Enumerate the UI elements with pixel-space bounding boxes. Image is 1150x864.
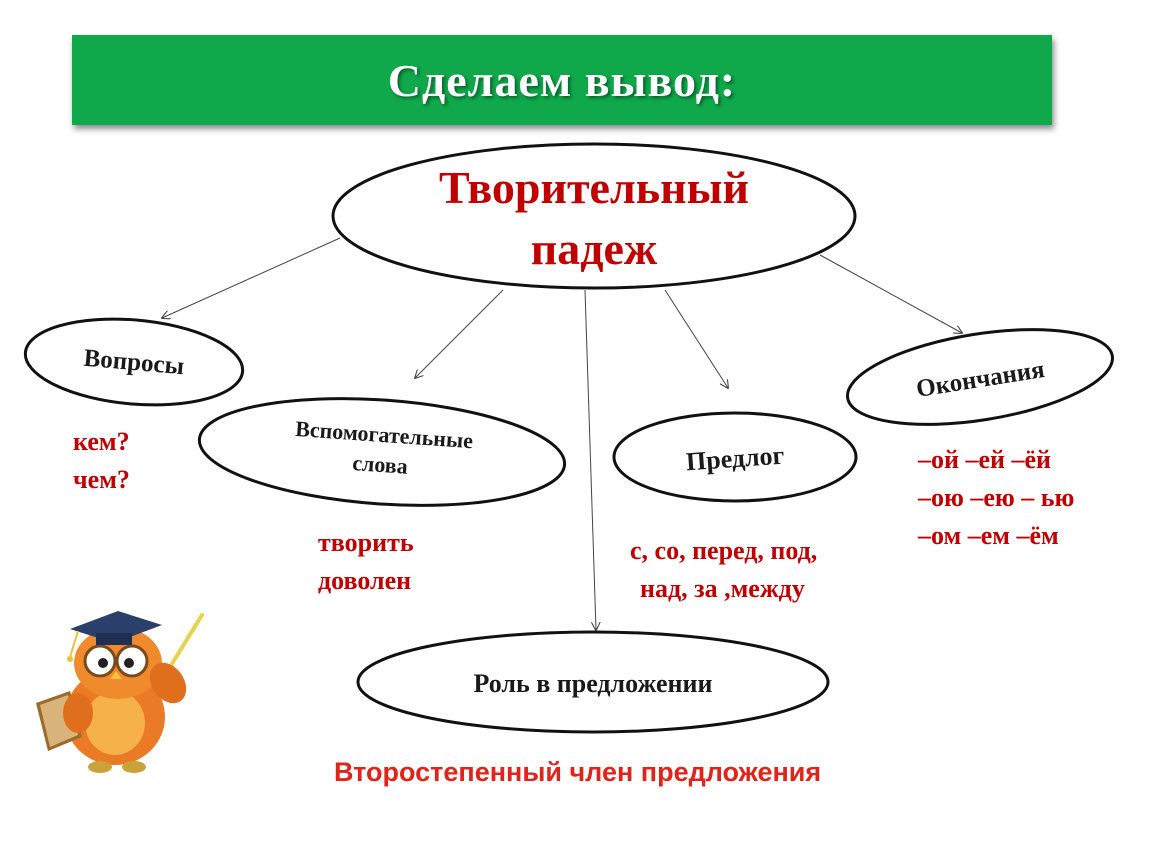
arrow-to-auxiliary [415, 289, 504, 378]
preposition-details: с, со, перед, под, над, за ,между [630, 532, 817, 608]
arrow-to-questions [162, 237, 341, 318]
role-node: Роль в предложении [356, 630, 830, 734]
auxiliary-details: творить доволен [318, 524, 414, 600]
preposition-label: Предлог [685, 441, 785, 477]
title-banner: Сделаем вывод: [72, 35, 1052, 125]
endings-line: –ой –ей –ёй [918, 445, 1052, 474]
arrow-to-preposition [664, 289, 728, 388]
endings-line: –ом –ем –ём [918, 521, 1059, 550]
arrow-to-endings [819, 254, 962, 333]
preposition-list-line: с, со, перед, под, [630, 536, 818, 565]
auxiliary-label-line2: слова [352, 450, 409, 479]
center-node: Творительный падеж [331, 142, 857, 290]
slide-title: Сделаем вывод: [387, 54, 737, 106]
endings-details: –ой –ей –ёй –ою –ею – ью –ом –ем –ём [918, 441, 1074, 555]
auxiliary-node: Вспомогательные слова [197, 397, 567, 507]
question-item: кем? [73, 427, 130, 456]
endings-node: Окончания [845, 328, 1115, 426]
role-answer: Второстепенный член предложения [334, 757, 822, 787]
preposition-node: Предлог [612, 411, 858, 503]
role-label: Роль в предложении [474, 669, 713, 698]
arrow-to-role [584, 289, 596, 630]
questions-details: кем? чем? [73, 423, 130, 499]
preposition-list-line: над, за ,между [640, 574, 805, 603]
auxiliary-word: творить [318, 528, 414, 557]
questions-node: Вопросы [23, 317, 245, 407]
question-item: чем? [73, 465, 130, 494]
center-label-line2: падеж [531, 223, 658, 274]
owl-teacher-illustration [36, 611, 204, 773]
auxiliary-word: доволен [318, 566, 412, 595]
center-label-line1: Творительный [439, 162, 749, 213]
endings-line: –ою –ею – ью [918, 483, 1075, 512]
